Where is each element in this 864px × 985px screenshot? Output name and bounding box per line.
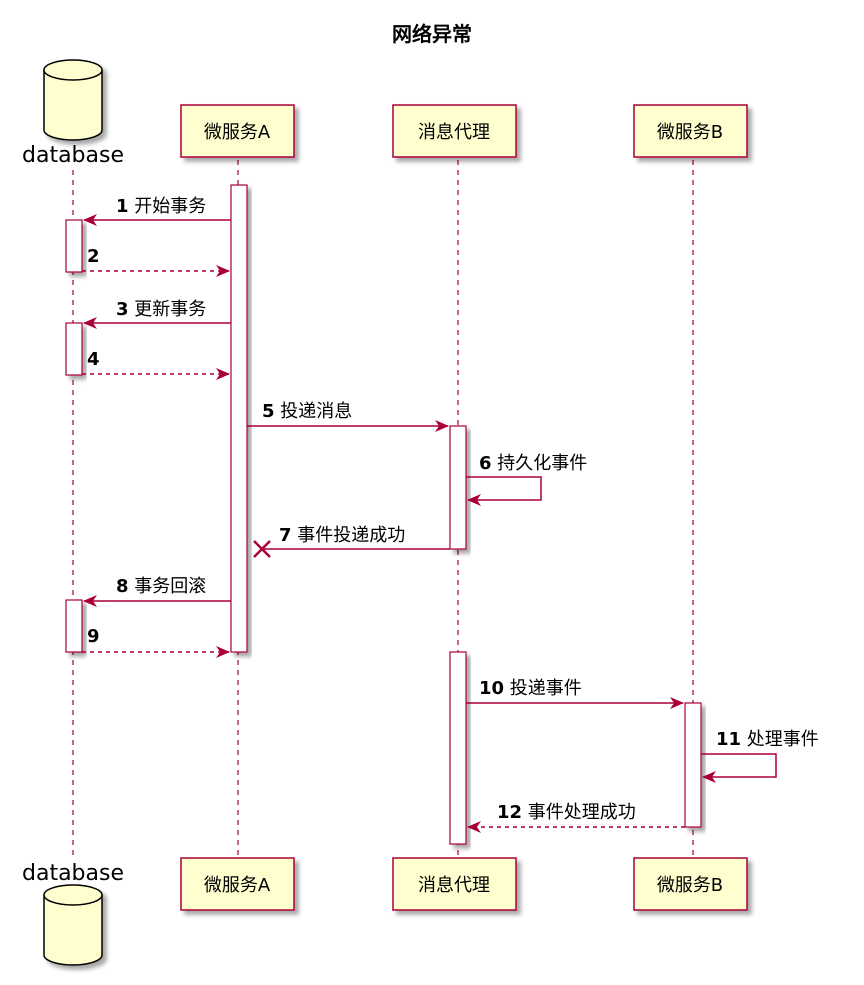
activation-bars bbox=[65, 184, 702, 845]
participants-bottom: database 微服务A 消息代理 微服务B bbox=[22, 857, 748, 966]
message-label-3: 3 更新事务 bbox=[116, 299, 206, 320]
participant-label-service-b-top: 微服务B bbox=[657, 122, 723, 143]
broker-participant-top: 消息代理 bbox=[392, 104, 517, 158]
message-label-11: 11 处理事件 bbox=[716, 729, 819, 750]
activation-service-b bbox=[684, 702, 702, 828]
database-participant-bottom: database bbox=[22, 861, 124, 966]
database-icon bbox=[43, 59, 103, 141]
participant-label-broker-top: 消息代理 bbox=[418, 122, 490, 143]
participant-label-broker-bottom: 消息代理 bbox=[418, 875, 490, 896]
message-arrow-6 bbox=[466, 476, 542, 506]
participant-label-service-a-bottom: 微服务A bbox=[204, 875, 271, 896]
message-label-9: 9 bbox=[87, 626, 100, 647]
messages bbox=[82, 214, 777, 833]
message-label-5: 5 投递消息 bbox=[262, 401, 352, 422]
database-participant-top: database bbox=[22, 59, 124, 168]
message-label-12: 12 事件处理成功 bbox=[497, 802, 636, 823]
message-label-6: 6 持久化事件 bbox=[479, 453, 587, 474]
message-label-10: 10 投递事件 bbox=[479, 678, 582, 699]
activation-broker-1 bbox=[449, 425, 467, 550]
message-label-8: 8 事务回滚 bbox=[116, 576, 206, 597]
database-icon bbox=[43, 884, 103, 966]
message-label-4: 4 bbox=[87, 349, 100, 370]
service-b-participant-bottom: 微服务B bbox=[633, 857, 748, 911]
lost-message-x-icon bbox=[253, 540, 271, 558]
message-arrow-11 bbox=[701, 753, 777, 783]
service-a-participant-top: 微服务A bbox=[180, 104, 295, 158]
participant-label-database-top: database bbox=[22, 143, 124, 168]
participant-label-service-b-bottom: 微服务B bbox=[657, 875, 723, 896]
message-label-1: 1 开始事务 bbox=[116, 196, 206, 217]
activation-service-a bbox=[230, 184, 248, 653]
service-a-participant-bottom: 微服务A bbox=[180, 857, 295, 911]
activation-database-2 bbox=[65, 322, 83, 376]
broker-participant-bottom: 消息代理 bbox=[392, 857, 517, 911]
activation-database-3 bbox=[65, 599, 83, 653]
message-label-2: 2 bbox=[87, 246, 100, 267]
message-labels: 1 开始事务 2 3 更新事务 4 5 投递消息 6 持久化事件 7 事件投递成… bbox=[87, 196, 819, 823]
message-label-7: 7 事件投递成功 bbox=[279, 525, 405, 546]
service-b-participant-top: 微服务B bbox=[633, 104, 748, 158]
activation-broker-2 bbox=[449, 651, 467, 845]
lifelines bbox=[72, 160, 694, 858]
participants-top: database 微服务A 消息代理 微服务B bbox=[22, 59, 748, 168]
participant-label-service-a-top: 微服务A bbox=[204, 122, 271, 143]
participant-label-database-bottom: database bbox=[22, 861, 124, 886]
diagram-title: 网络异常 bbox=[392, 22, 472, 46]
activation-database-1 bbox=[65, 219, 83, 273]
